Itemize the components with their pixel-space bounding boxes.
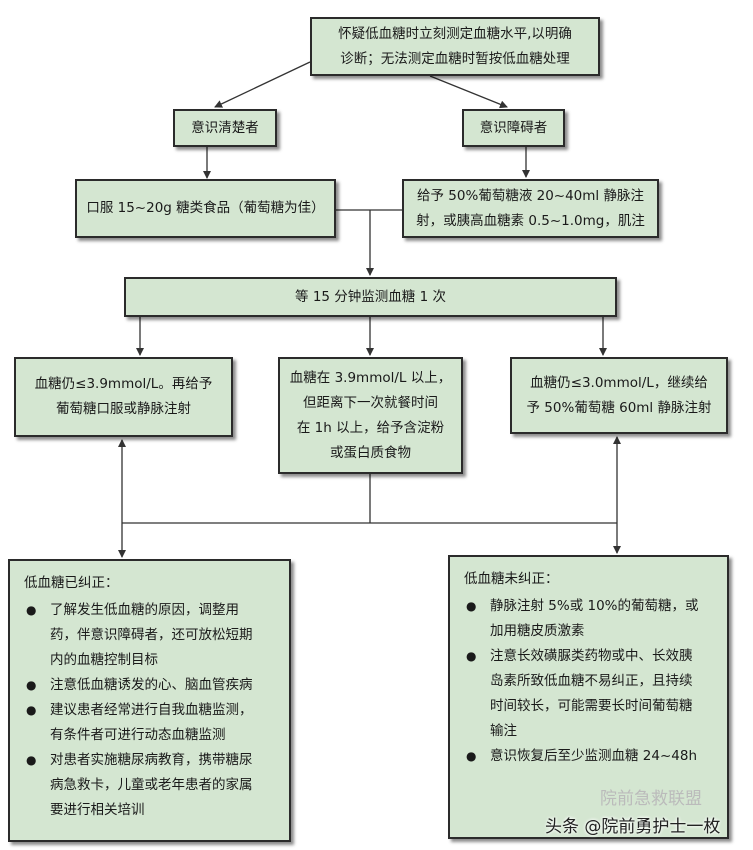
uncorrected-item1-line1: 静脉注射 5%或 10%的葡萄糖，或: [490, 598, 699, 614]
uncorrected-item2-line1: 注意长效磺脲类药物或中、长效胰: [490, 648, 693, 664]
oral-text: 口服 15~20g 糖类食品（葡萄糖为佳）: [86, 200, 325, 216]
conscious-box: 意识清楚者: [173, 109, 277, 147]
list-item: ● 注意低血糖诱发的心、脑血管疾病: [24, 673, 277, 698]
bullet-icon: ●: [26, 603, 37, 617]
list-item: ● 注意长效磺脲类药物或中、长效胰 岛素所致低血糖不易纠正，且持续 时间较长，可…: [464, 644, 715, 744]
suspect-hypoglycemia-box: 怀疑低血糖时立刻测定血糖水平,以明确 诊断；无法测定血糖时暂按低血糖处理: [310, 17, 600, 76]
impaired-box: 意识障碍者: [462, 109, 565, 147]
corrected-item1-line2: 药，伴意识障碍者，还可放松短期: [50, 627, 253, 643]
corrected-box: 低血糖已纠正： ● 了解发生低血糖的原因，调整用 药，伴意识障碍者，还可放松短期…: [8, 559, 291, 842]
arrow-to-conscious: [214, 61, 311, 108]
very-low-box: 血糖仍≤3.0mmol/L，继续给 予 50%葡萄糖 60ml 静脉注射: [510, 357, 728, 434]
uncorrected-item2-line3: 时间较长，可能需要长时间葡萄糖: [490, 698, 693, 714]
still-low-box: 血糖仍≤3.9mmol/L。再给予 葡萄糖口服或静脉注射: [14, 357, 233, 437]
iv-glucose-box: 给予 50%葡萄糖液 20~40ml 静脉注 射，或胰高血糖素 0.5~1.0m…: [402, 179, 659, 238]
above-line3: 在 1h 以上，给予含淀粉: [296, 419, 445, 436]
corrected-item3-line2: 有条件者可进行动态血糖监测: [50, 727, 226, 743]
bullet-icon: ●: [466, 649, 477, 663]
corrected-item3-line1: 建议患者经常进行自我血糖监测，: [50, 702, 253, 718]
corrected-item4-line1: 对患者实施糖尿病教育，携带糖尿: [50, 752, 253, 768]
corrected-item4-line2: 病急救卡，儿童或老年患者的家属: [50, 777, 253, 793]
list-item: ● 静脉注射 5%或 10%的葡萄糖，或 加用糖皮质激素: [464, 594, 715, 644]
uncorrected-item2-line2: 岛素所致低血糖不易纠正，且持续: [490, 673, 693, 689]
corrected-item1-line3: 内的血糖控制目标: [50, 652, 158, 668]
above-line2: 但距离下一次就餐时间: [303, 394, 438, 411]
uncorrected-title: 低血糖未纠正：: [464, 571, 559, 587]
watermark: 头条 @院前勇护士一枚: [545, 817, 721, 837]
corrected-item2-line1: 注意低血糖诱发的心、脑血管疾病: [50, 677, 253, 693]
monitor-box: 等 15 分钟监测血糖 1 次: [124, 277, 617, 317]
corrected-item1-line1: 了解发生低血糖的原因，调整用: [50, 602, 239, 618]
suspect-line2: 诊断；无法测定血糖时暂按低血糖处理: [340, 50, 570, 67]
bullet-icon: ●: [26, 703, 37, 717]
uncorrected-list: ● 静脉注射 5%或 10%的葡萄糖，或 加用糖皮质激素 ● 注意长效磺脲类药物…: [464, 594, 715, 769]
above-line4: 或蛋白质食物: [330, 444, 411, 461]
uncorrected-item3-line1: 意识恢复后至少监测血糖 24~48h: [490, 748, 698, 764]
very-low-line2: 予 50%葡萄糖 60ml 静脉注射: [526, 399, 712, 416]
uncorrected-item1-line2: 加用糖皮质激素: [490, 623, 585, 639]
iv-line1: 给予 50%葡萄糖液 20~40ml 静脉注: [417, 187, 644, 204]
impaired-label: 意识障碍者: [479, 119, 548, 136]
bullet-icon: ●: [26, 753, 37, 767]
uncorrected-box: 低血糖未纠正： ● 静脉注射 5%或 10%的葡萄糖，或 加用糖皮质激素 ● 注…: [448, 555, 729, 839]
arrow-to-impaired: [429, 75, 508, 109]
bullet-icon: ●: [466, 599, 477, 613]
conscious-label: 意识清楚者: [191, 119, 259, 136]
corrected-list: ● 了解发生低血糖的原因，调整用 药，伴意识障碍者，还可放松短期 内的血糖控制目…: [24, 598, 277, 823]
suspect-line1: 怀疑低血糖时立刻测定血糖水平,以明确: [338, 25, 572, 42]
oral-glucose-box: 口服 15~20g 糖类食品（葡萄糖为佳）: [75, 179, 336, 238]
above-line1: 血糖在 3.9mmol/L 以上，: [289, 369, 452, 386]
above-threshold-box: 血糖在 3.9mmol/L 以上， 但距离下一次就餐时间 在 1h 以上，给予含…: [278, 357, 463, 474]
list-item: ● 建议患者经常进行自我血糖监测， 有条件者可进行动态血糖监测: [24, 698, 277, 748]
very-low-line1: 血糖仍≤3.0mmol/L，继续给: [530, 374, 708, 391]
bullet-icon: ●: [466, 749, 477, 763]
list-item: ● 意识恢复后至少监测血糖 24~48h: [464, 744, 715, 769]
still-low-line2: 葡萄糖口服或静脉注射: [56, 401, 191, 417]
list-item: ● 了解发生低血糖的原因，调整用 药，伴意识障碍者，还可放松短期 内的血糖控制目…: [24, 598, 277, 673]
iv-line2: 射，或胰高血糖素 0.5~1.0mg，肌注: [416, 212, 645, 229]
corrected-item4-line3: 要进行相关培训: [50, 802, 145, 818]
list-item: ● 对患者实施糖尿病教育，携带糖尿 病急救卡，儿童或老年患者的家属 要进行相关培…: [24, 748, 277, 823]
still-low-line1: 血糖仍≤3.9mmol/L。再给予: [34, 376, 213, 392]
uncorrected-item2-line4: 输注: [490, 723, 517, 739]
monitor-text: 等 15 分钟监测血糖 1 次: [295, 288, 446, 305]
bullet-icon: ●: [26, 678, 37, 692]
corrected-title: 低血糖已纠正：: [24, 575, 119, 591]
faded-watermark: 院前急救联盟: [600, 789, 702, 809]
